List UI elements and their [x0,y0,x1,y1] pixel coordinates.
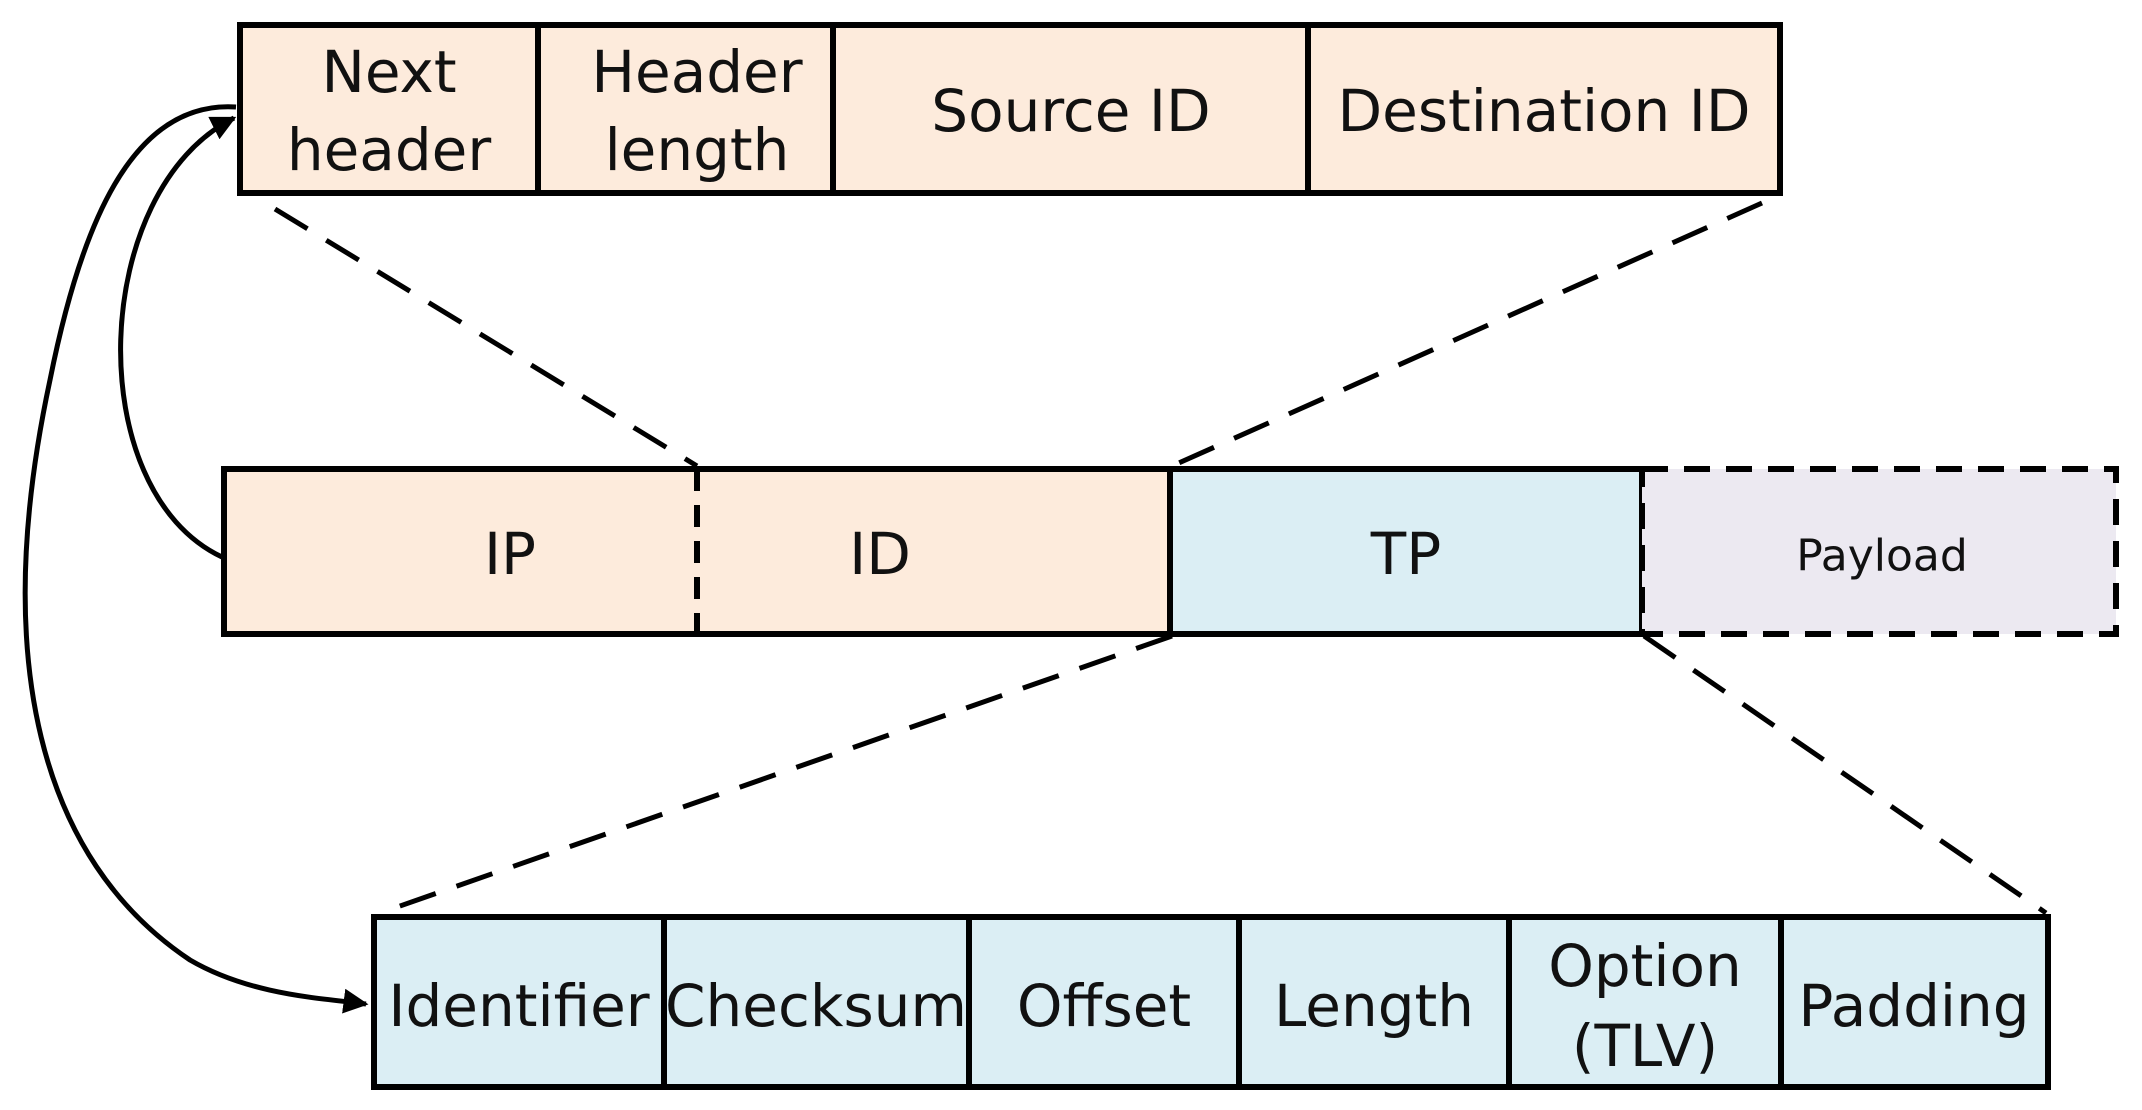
tp-block [1167,466,1645,637]
id-label: ID [849,520,911,588]
ip-label: IP [484,520,536,588]
destination-id-cell [1305,22,1783,196]
id-header-fields: Next header Header length Source ID Dest… [237,22,1783,196]
destination-id-label: Destination ID [1337,77,1750,145]
padding-cell [1778,914,2051,1090]
padding-label: Padding [1798,972,2029,1040]
ip-to-next-header-arrow [118,115,237,560]
option-label-line2: (TLV) [1572,1012,1718,1080]
option-label-line1: Option [1548,932,1742,1000]
source-id-cell [830,22,1311,196]
checksum-label: Checksum [665,972,967,1040]
expansion-line-tp-left [379,633,1173,916]
length-label: Length [1274,972,1474,1040]
header-length-label-line1: Header [591,38,802,106]
payload-label: Payload [1796,531,1968,582]
next-header-to-identifier-arrow [22,104,369,1014]
expansion-line-id-right [1170,200,1764,469]
header-length-cell [535,22,836,196]
expansion-line-tp-right [1642,633,2048,916]
identifier-label: Identifier [388,972,649,1040]
length-cell [1236,914,1512,1090]
offset-label: Offset [1017,972,1191,1040]
payload-block [1639,466,2119,637]
source-id-label: Source ID [931,77,1210,145]
next-header-cell [237,22,541,196]
option-tlv-cell [1506,914,1784,1090]
header-length-label-line2: length [605,116,790,184]
tp-header-fields: Identifier Checksum Offset Length Option… [371,914,2051,1090]
tp-label: TP [1370,520,1441,588]
packet-row: IP ID TP Payload [221,466,2119,637]
next-header-label-line2: header [287,116,491,184]
expansion-line-id-left [273,206,699,469]
next-header-label-line1: Next [321,38,456,106]
